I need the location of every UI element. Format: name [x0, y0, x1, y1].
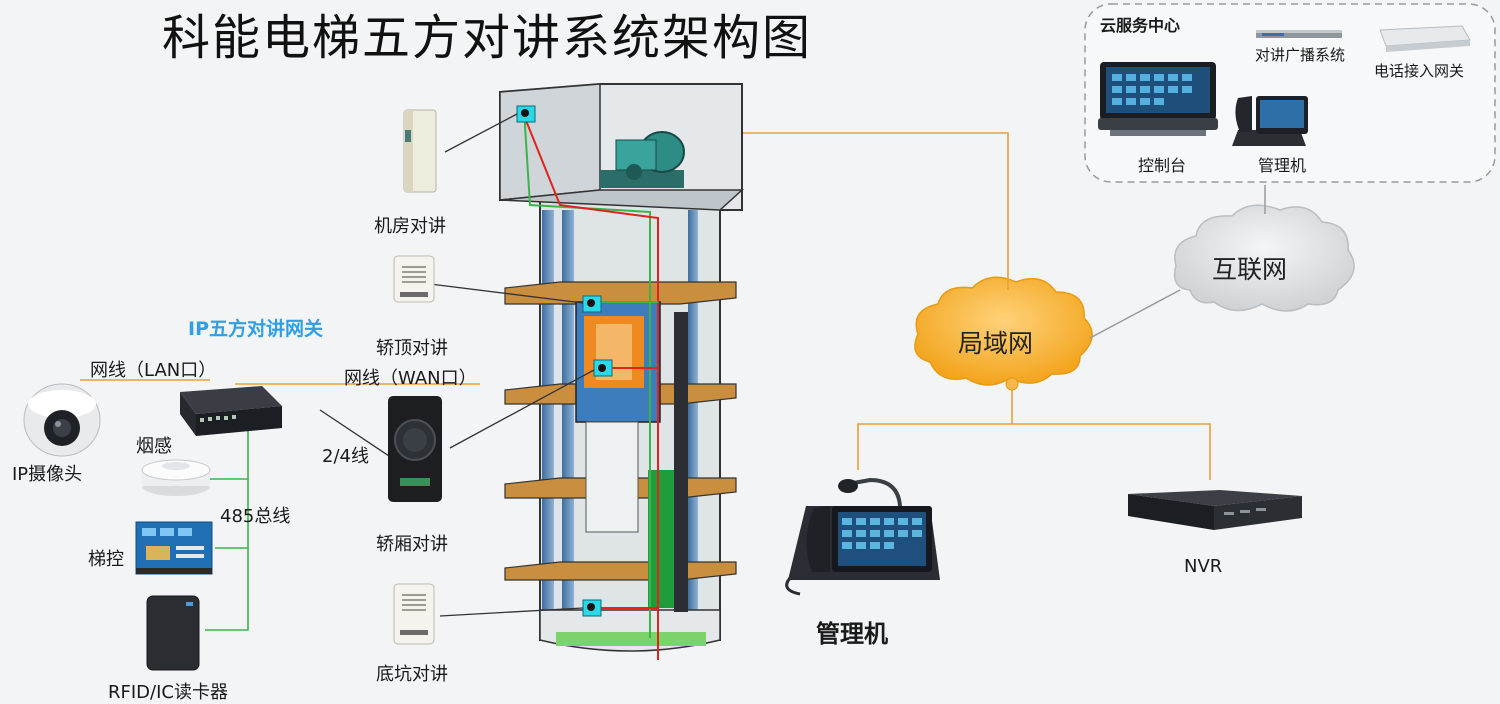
gateway-title: IP五方对讲网关	[188, 318, 323, 340]
cloud-manager-label: 管理机	[1258, 156, 1307, 175]
car-top-intercom-icon	[393, 255, 435, 303]
console-label: 控制台	[1138, 156, 1187, 175]
machine-room-label: 机房对讲	[374, 216, 446, 237]
nvr-device-icon	[1128, 490, 1302, 530]
phone-gateway-label: 电话接入网关	[1374, 62, 1465, 80]
car-intercom-icon	[388, 396, 442, 502]
ip-camera-icon	[23, 383, 101, 457]
wan-port-label: 网线（WAN口）	[344, 368, 477, 389]
manager-label: 管理机	[816, 620, 888, 648]
lan-cloud	[914, 276, 1093, 391]
pit-intercom-icon	[393, 583, 435, 645]
smoke-label: 烟感	[136, 436, 172, 457]
lift-control-label: 梯控	[88, 549, 124, 570]
lift-control-board-icon	[135, 521, 213, 575]
intercom-nodes	[516, 105, 613, 617]
card-reader-icon	[146, 595, 200, 671]
desk-phone-icon	[1232, 96, 1308, 146]
gateway-device-icon	[180, 386, 282, 436]
internet-label: 互联网	[1212, 255, 1288, 284]
broadcast-system-icon	[1256, 30, 1342, 38]
bus-485-label: 485总线	[220, 506, 291, 527]
console-icon	[1098, 62, 1218, 136]
pit-label: 底坑对讲	[376, 664, 448, 685]
page-title: 科能电梯五方对讲系统架构图	[162, 10, 813, 66]
internet-cloud	[1173, 204, 1355, 312]
lan-port-label: 网线（LAN口）	[90, 360, 217, 381]
card-reader-label: RFID/IC读卡器	[108, 682, 228, 703]
bus-485-lines	[205, 430, 249, 631]
nvr-label: NVR	[1184, 556, 1223, 577]
camera-label: IP摄像头	[12, 464, 83, 485]
broadcast-system-label: 对讲广播系统	[1255, 46, 1346, 64]
lan-label: 局域网	[958, 329, 1034, 358]
phone-gateway-icon	[1379, 25, 1471, 52]
car-top-label: 轿顶对讲	[376, 338, 448, 359]
manager-station-icon	[785, 477, 940, 596]
cloud-center-title: 云服务中心	[1100, 16, 1181, 35]
car-label: 轿厢对讲	[376, 534, 448, 555]
two-four-wire-label: 2/4线	[322, 446, 369, 467]
intercom-leaders	[319, 113, 595, 617]
smoke-detector-icon	[141, 459, 211, 496]
machine-room-intercom-icon	[403, 109, 437, 193]
